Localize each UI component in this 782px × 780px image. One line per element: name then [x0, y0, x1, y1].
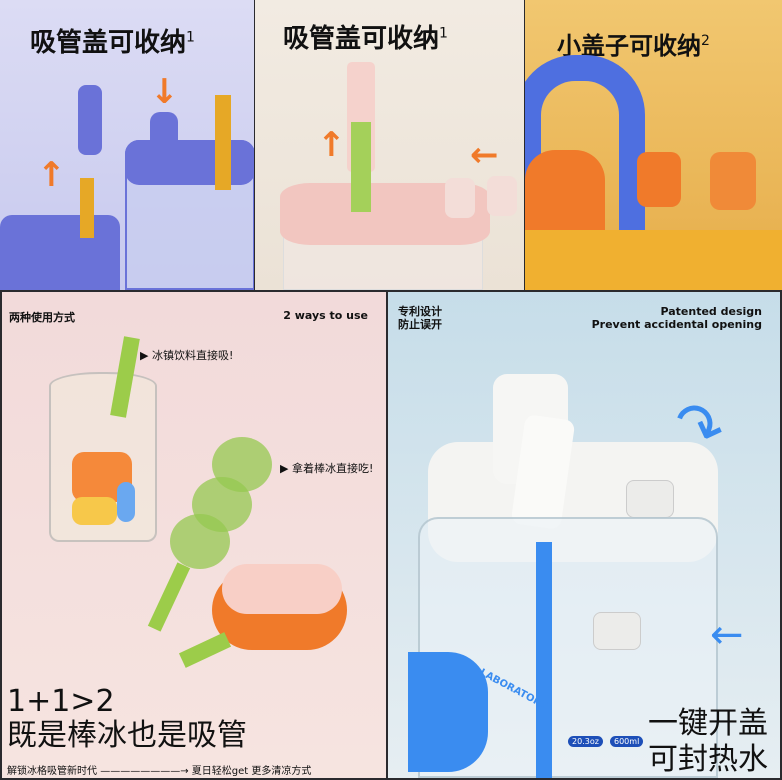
ice-cube-blue: [117, 482, 135, 522]
small-cap-spare: [710, 152, 756, 210]
bottle-cap: [0, 215, 120, 290]
panel-title: 吸管盖可收纳1: [283, 24, 448, 54]
capacity-oz-badge: 20.3oz: [568, 736, 603, 747]
panel-title: 吸管盖可收纳1: [30, 28, 195, 58]
heading-cn: 专利设计防止误开: [398, 305, 442, 331]
straw: [215, 95, 231, 190]
headline: 既是棒冰也是吸管: [7, 718, 247, 753]
lock-button[interactable]: [626, 480, 674, 518]
bottle-lid: [125, 140, 254, 185]
ice-mold-lid: [222, 564, 342, 614]
small-cap: [637, 152, 681, 207]
heading-cn: 两种使用方式: [9, 311, 75, 324]
ice-stick: [147, 562, 191, 632]
callout-sip: ▶ 冰镇饮料直接吸!: [140, 349, 234, 362]
ice-cube-yellow: [72, 497, 117, 525]
straw: [536, 542, 552, 778]
arrow-up-icon: ↑: [317, 125, 346, 165]
headline-math: 1+1>2: [7, 684, 115, 719]
panel-ice-straw: 两种使用方式 2 ways to use ▶ 冰镇饮料直接吸! ▶ 拿着棒冰直接…: [2, 292, 386, 778]
straw: [178, 632, 232, 668]
bottle-graphic: [408, 652, 488, 772]
ice-ball: [170, 514, 230, 569]
callout-eat: ▶ 拿着棒冰直接吃!: [280, 462, 374, 475]
straw-cap-spare: [445, 178, 475, 218]
arrow-down-icon: ↓: [150, 72, 179, 112]
lid-spout: [150, 112, 178, 152]
capacity-ml-badge: 600ml: [610, 736, 644, 747]
straw-cap: [78, 85, 102, 155]
straw: [80, 178, 94, 238]
heading-en: 2 ways to use: [283, 309, 368, 322]
lock-button[interactable]: [593, 612, 641, 650]
headline: 一键开盖可封热水: [648, 706, 768, 777]
panel-small-cap-storage: 小盖子可收纳2: [525, 0, 782, 290]
footer-left: 解锁冰格吸管新时代: [7, 766, 97, 777]
footer-right: 夏日轻松get 更多清凉方式: [191, 766, 312, 777]
panel-straw-cap-storage-purple: 吸管盖可收纳1 ↑ ↓: [0, 0, 254, 290]
arrow-left-icon: ←: [710, 612, 744, 658]
straw: [351, 122, 371, 212]
panel-straw-cap-storage-pink: 吸管盖可收纳1 ↑ ←: [255, 0, 524, 290]
arrow-up-icon: ↑: [37, 155, 66, 195]
arrow-right-icon: ————————→: [100, 766, 192, 777]
footer-tagline: 解锁冰格吸管新时代 ————————→ 夏日轻松get 更多清凉方式: [7, 762, 311, 777]
arrow-left-icon: ←: [470, 135, 499, 175]
straw-cap-spare: [487, 176, 517, 216]
surface: [525, 230, 782, 290]
